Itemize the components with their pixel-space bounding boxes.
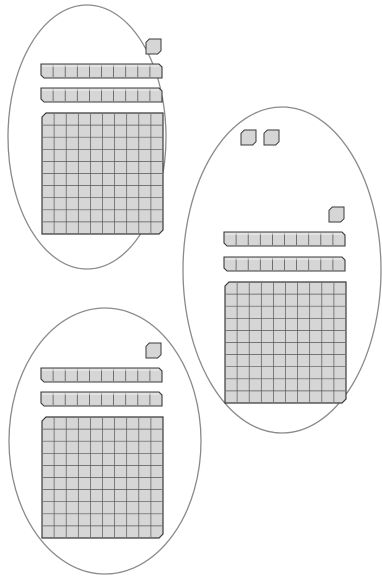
group-2 — [183, 107, 381, 433]
group-2-one-cube — [329, 207, 344, 222]
group-2-one-cube — [241, 130, 256, 145]
group-3 — [9, 308, 201, 574]
group-1-one-cube — [146, 39, 161, 54]
group-3-ten-rod — [41, 392, 162, 406]
group-1-ten-rod — [41, 88, 162, 102]
group-1-hundred-flat — [42, 113, 163, 234]
group-2-ten-rod — [224, 232, 345, 246]
group-1-ten-rod — [41, 64, 162, 78]
group-3-one-cube — [146, 343, 161, 358]
group-2-ten-rod — [224, 257, 345, 271]
group-3-hundred-flat — [42, 417, 163, 538]
group-1 — [8, 5, 166, 269]
group-3-ten-rod — [41, 368, 162, 382]
group-2-hundred-flat — [225, 282, 346, 403]
group-2-one-cube — [264, 130, 279, 145]
